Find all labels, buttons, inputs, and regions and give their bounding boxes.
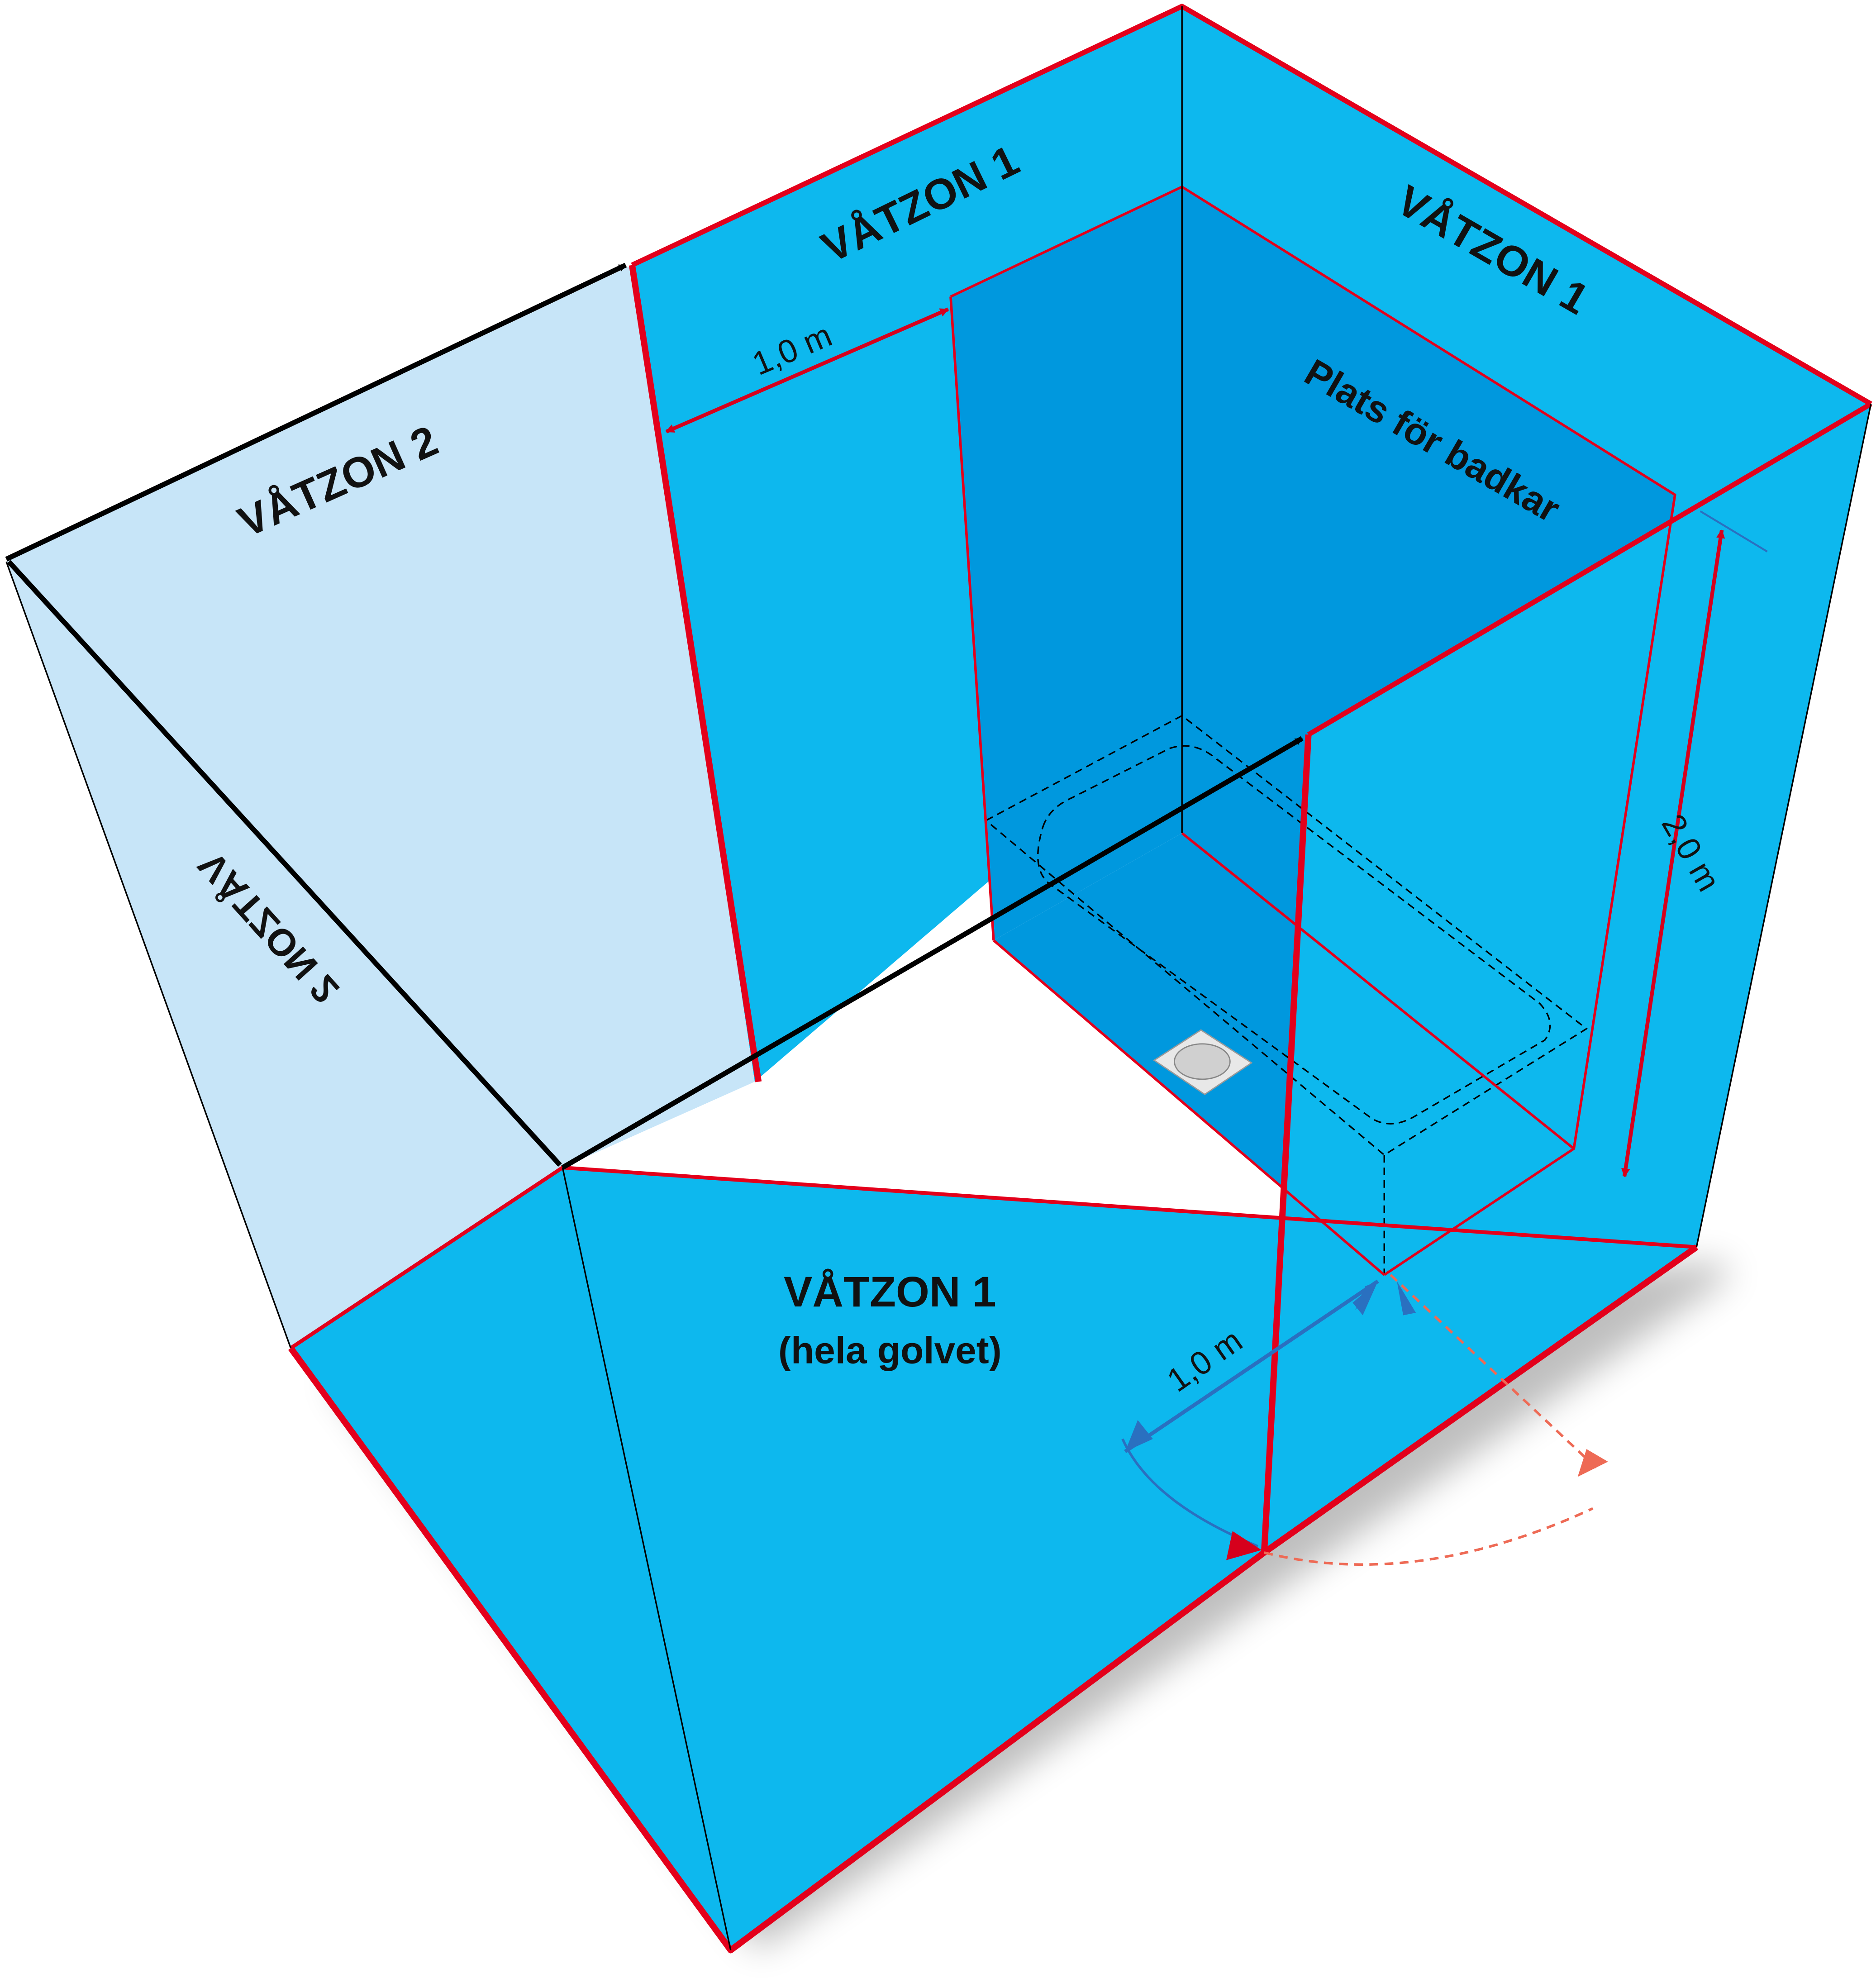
label-zone1-floor: VÅTZON 1 xyxy=(784,1268,996,1316)
zone2-arrows xyxy=(5,262,1304,1170)
floor-drain xyxy=(1153,1029,1253,1096)
door-swing xyxy=(1121,1274,1608,1566)
structure-edges xyxy=(5,6,1872,1950)
label-zone1-floor-sub: (hela golvet) xyxy=(778,1329,1002,1372)
tub-niche-left-wall xyxy=(950,186,1182,941)
